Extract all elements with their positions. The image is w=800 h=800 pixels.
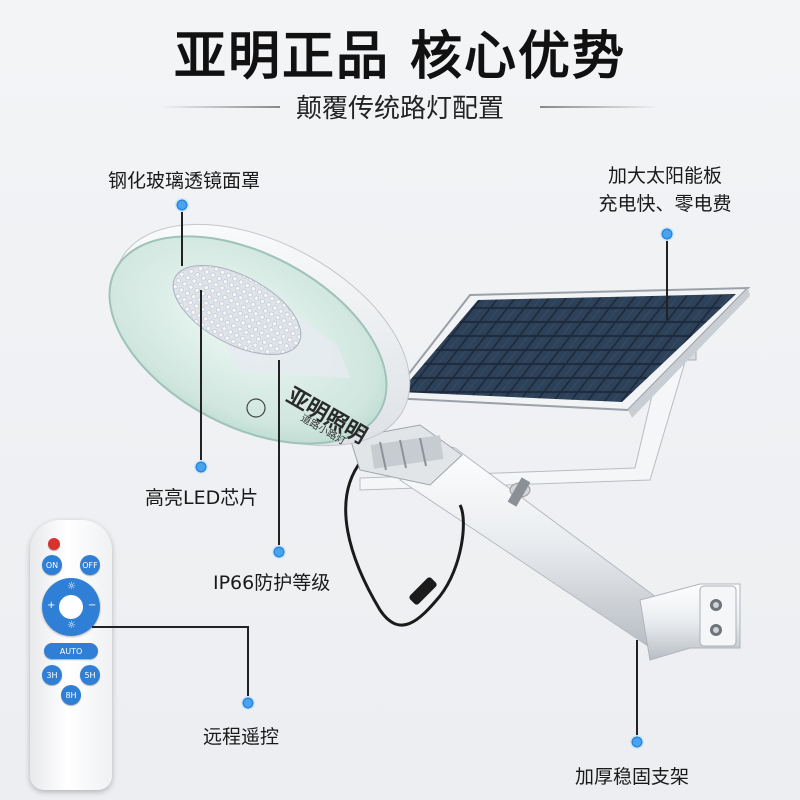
callout-dot-panel: [660, 227, 674, 241]
remote-3h-button[interactable]: 3H: [42, 665, 62, 685]
callout-line-glass: [181, 211, 183, 266]
remote-control: ON OFF + − ☼ ☼ AUTO 3H 5H 8H: [30, 520, 112, 790]
callout-line-remote-v: [247, 626, 249, 696]
cable-connector: [409, 577, 437, 605]
power-cable: [344, 459, 465, 627]
callout-line-led: [200, 290, 202, 460]
power-button[interactable]: [48, 538, 60, 550]
feature-led-chip-label: 高亮LED芯片: [145, 487, 259, 509]
callout-dot-bracket: [630, 735, 644, 749]
feature-ip-rating-label: IP66防护等级: [213, 572, 331, 594]
solar-panel: [388, 286, 751, 418]
callout-line-remote-h: [92, 626, 248, 628]
wall-bracket: [639, 583, 741, 661]
remote-8h-button[interactable]: 8H: [61, 685, 81, 705]
callout-line-bracket: [636, 640, 638, 735]
remote-plus-button[interactable]: +: [47, 600, 56, 611]
subtitle-left-divider: [160, 106, 280, 108]
lamp-clamp: [349, 424, 463, 486]
callout-dot-led: [194, 460, 208, 474]
callout-dot-remote: [241, 696, 255, 710]
lamp-head: 亚明照明 道路小路灯: [108, 223, 411, 449]
feature-glass-cover-label: 钢化玻璃透镜面罩: [108, 170, 261, 192]
callout-line-panel: [666, 240, 668, 320]
feature-remote-label: 远程遥控: [203, 726, 280, 748]
remote-off-button[interactable]: OFF: [80, 555, 100, 575]
feature-solar-panel-line2: 充电快、零电费: [598, 193, 732, 215]
remote-auto-button[interactable]: AUTO: [44, 643, 98, 659]
subtitle-right-divider: [540, 106, 660, 108]
callout-line-ip: [278, 360, 280, 545]
page-title: 亚明正品 核心优势: [173, 27, 627, 87]
callout-dot-glass: [175, 198, 189, 212]
lamp-logo-icon: [246, 398, 266, 418]
remote-bright-up-icon[interactable]: ☼: [67, 581, 76, 592]
remote-dpad[interactable]: + − ☼ ☼: [42, 578, 100, 636]
feature-solar-panel-line1: 加大太阳能板: [607, 165, 722, 187]
remote-bright-down-icon[interactable]: ☼: [67, 620, 76, 631]
feature-solar-panel-label: 加大太阳能板 充电快、零电费: [585, 162, 745, 218]
remote-5h-button[interactable]: 5H: [80, 665, 100, 685]
callout-dot-ip: [272, 545, 286, 559]
remote-minus-button[interactable]: −: [88, 600, 97, 611]
page-subtitle: 颠覆传统路灯配置: [295, 94, 504, 124]
feature-bracket-label: 加厚稳固支架: [575, 766, 690, 788]
remote-battery-icon[interactable]: [59, 595, 83, 619]
remote-on-button[interactable]: ON: [42, 555, 62, 575]
